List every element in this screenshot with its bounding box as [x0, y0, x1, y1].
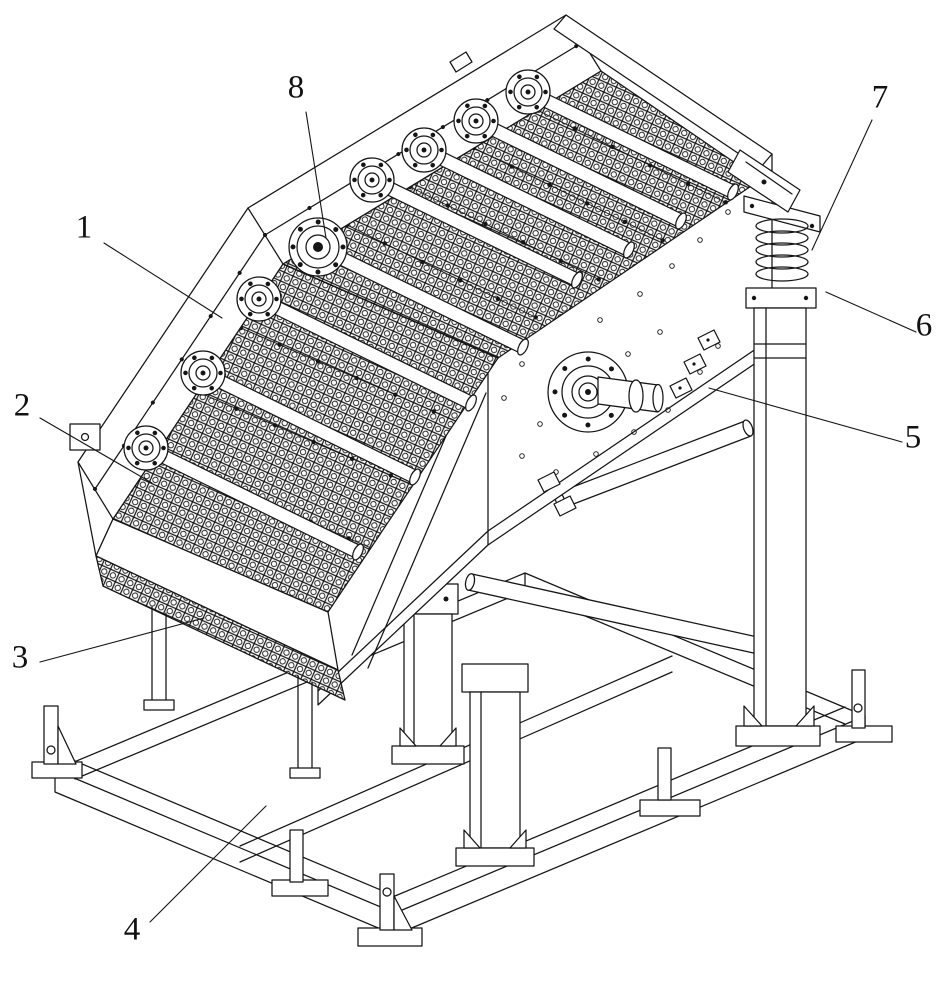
part-label-4: 4	[123, 911, 141, 948]
part-label-2: 2	[13, 387, 31, 424]
left-mount-bracket	[69, 423, 101, 451]
bearing-assembly	[288, 217, 529, 356]
part-label-7: 7	[871, 79, 889, 116]
leader-line-7	[811, 119, 873, 251]
leader-lines	[39, 111, 917, 923]
leader-line-2	[39, 417, 153, 484]
front-center-support-column	[455, 663, 535, 867]
tie-tube-lower	[464, 573, 766, 655]
part-label-1: 1	[75, 209, 93, 246]
cross-beam	[123, 425, 364, 561]
base-frame	[31, 572, 893, 947]
base-foot-right	[835, 669, 893, 743]
part-label-6: 6	[915, 307, 933, 344]
leader-line-8	[305, 111, 327, 239]
part-label-3: 3	[11, 639, 29, 676]
leader-line-3	[39, 617, 205, 663]
lifting-lug	[449, 51, 473, 73]
cross-beams	[123, 69, 739, 561]
cross-beam	[453, 98, 687, 230]
cross-beam	[236, 276, 477, 412]
exciter-flange	[547, 351, 664, 433]
base-foot-mid-right	[639, 747, 701, 817]
part-label-5: 5	[904, 419, 922, 456]
support-structure	[391, 419, 766, 867]
cross-beam	[349, 157, 583, 289]
leader-line-5	[708, 387, 903, 443]
discharge-chute	[95, 518, 346, 779]
cross-beam	[505, 69, 739, 201]
coil-spring	[755, 218, 809, 282]
feed-end-plates	[553, 14, 801, 213]
base-foot-mid-left	[271, 829, 329, 897]
cross-beam	[180, 350, 421, 486]
leader-line-1	[103, 242, 223, 319]
base-foot-left	[31, 705, 83, 779]
rear-spring-support	[735, 195, 821, 747]
tie-tube-upper	[554, 419, 754, 509]
leader-line-4	[149, 805, 267, 923]
cross-beam	[401, 127, 635, 259]
base-foot-front	[357, 873, 423, 947]
part-label-8: 8	[287, 69, 305, 106]
screen-clamp-clips	[537, 329, 721, 517]
leader-line-6	[825, 291, 917, 333]
